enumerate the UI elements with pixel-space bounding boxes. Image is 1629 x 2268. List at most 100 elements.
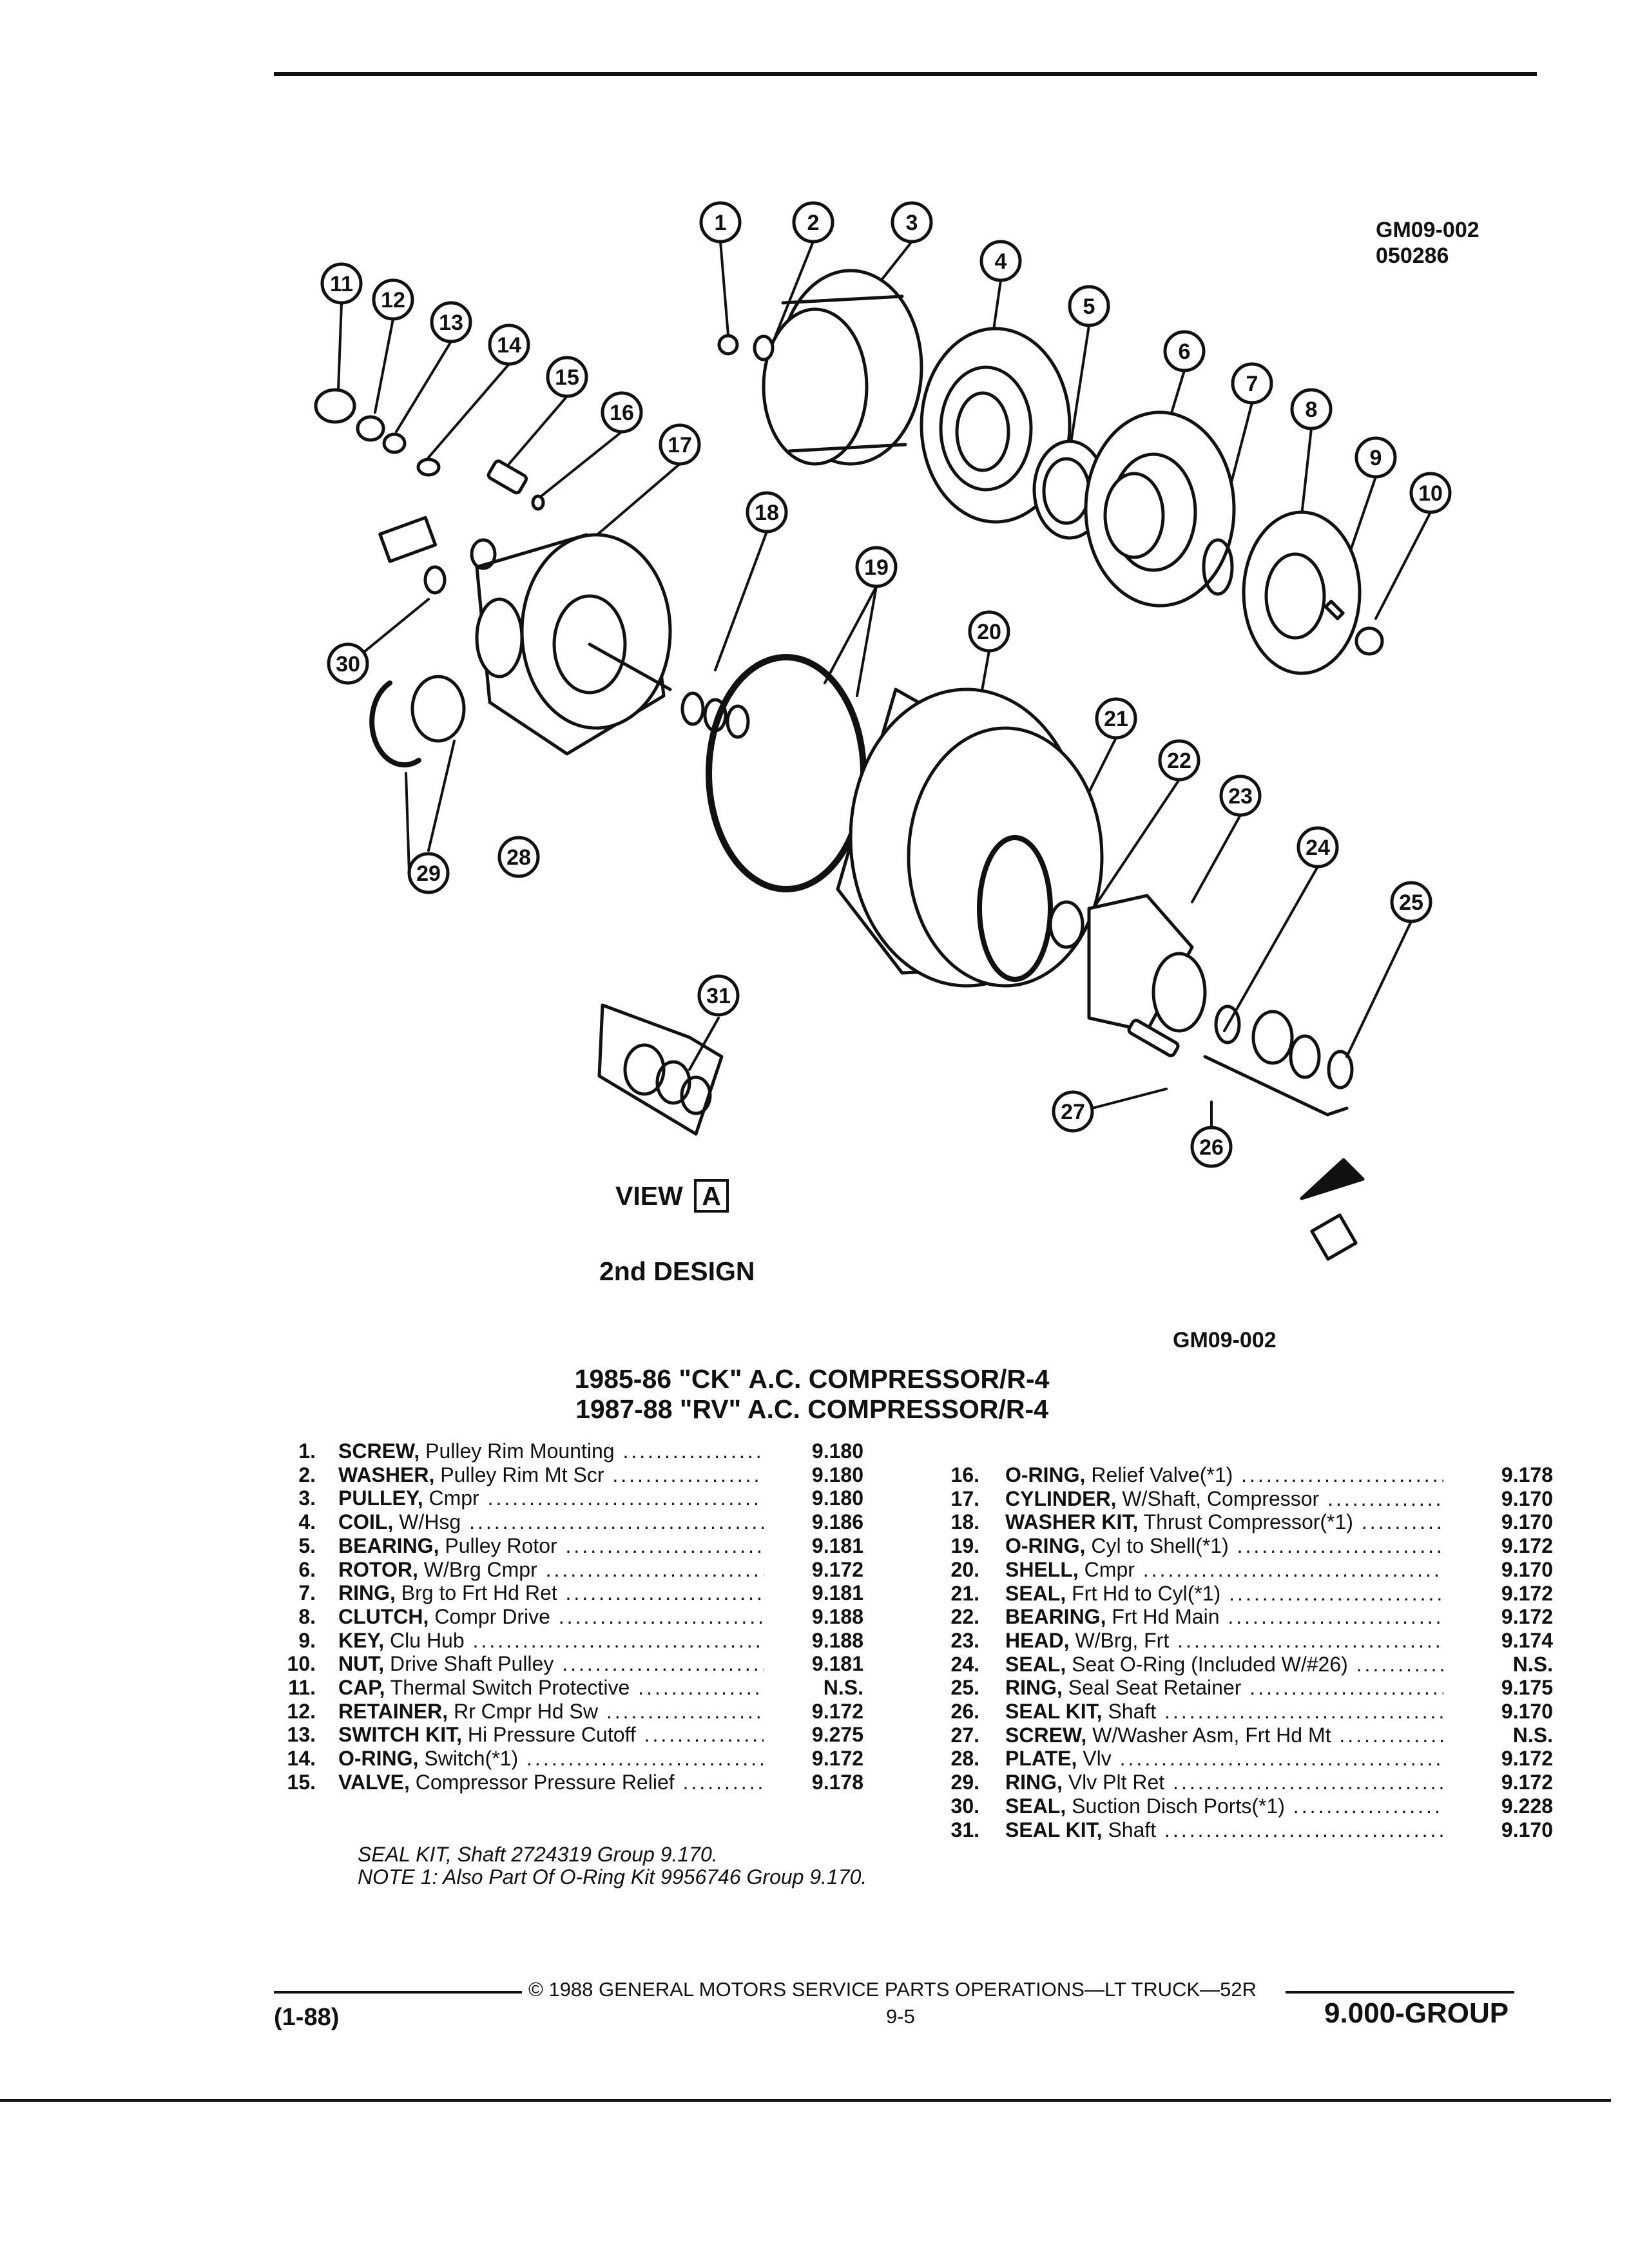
part-detail: Cmpr: [423, 1486, 479, 1510]
part-name: SEAL,: [1005, 1581, 1066, 1605]
footer-group: 9.000-GROUP: [1324, 1997, 1509, 2029]
part-number: 23.: [950, 1628, 979, 1652]
callout-27: 27: [1052, 1090, 1094, 1133]
svg-text:9: 9: [1370, 446, 1382, 470]
part-description: O-RING, Cyl to Shell(*1) ...............…: [1005, 1534, 1443, 1558]
callout-24: 24: [1296, 826, 1339, 869]
pulley: [762, 269, 923, 466]
part-row: 28.PLATE, Vlv ..........................…: [928, 1747, 1559, 1770]
callout-20: 20: [968, 610, 1010, 653]
part-name: SWITCH KIT,: [338, 1723, 462, 1747]
page-title-line1: 1985-86 "CK" A.C. COMPRESSOR/R-4: [574, 1364, 1050, 1394]
part-row: 29.RING, Vlv Plt Ret ...................…: [928, 1771, 1559, 1794]
bottom-rule: [0, 2099, 1611, 2102]
part-group: 9.178: [1501, 1463, 1553, 1486]
part-group: 9.172: [1501, 1747, 1553, 1771]
leader-dots: ........................................…: [472, 1628, 764, 1652]
part-row: 16.O-RING, Relief Valve(*1) ............…: [928, 1463, 1559, 1486]
leader-dots: ........................................…: [1293, 1794, 1443, 1818]
svg-text:23: 23: [1228, 784, 1253, 809]
part-detail: Relief Valve(*1): [1085, 1463, 1233, 1486]
note-1: NOTE 1: Also Part Of O-Ring Kit 9956746 …: [358, 1865, 867, 1888]
part-row: 9.KEY, Clu Hub .........................…: [271, 1629, 883, 1652]
footer-rule-left: [274, 1991, 522, 1994]
design-label: 2nd DESIGN: [599, 1256, 755, 1286]
svg-text:7: 7: [1246, 372, 1258, 396]
part-number: 4.: [298, 1510, 316, 1534]
leader-dots: ........................................…: [1177, 1628, 1443, 1652]
view-label: VIEW A: [615, 1179, 729, 1213]
part-description: SEAL, Seat O-Ring (Included W/#26) .....…: [1005, 1653, 1443, 1677]
callout-6: 6: [1163, 330, 1206, 372]
footer-page-number: 9-5: [886, 2005, 915, 2028]
part-row: 7.RING, Brg to Frt Hd Ret ..............…: [271, 1581, 883, 1604]
cylinder: [475, 533, 672, 756]
part-number: 3.: [298, 1486, 316, 1510]
part-group: 9.172: [1501, 1771, 1553, 1794]
part-detail: Seat O-Ring (Included W/#26): [1066, 1652, 1348, 1676]
part-name: ROTOR,: [338, 1557, 418, 1581]
part-description: SEAL KIT, Shaft ........................…: [1005, 1818, 1443, 1842]
part-description: VALVE, Compressor Pressure Relief ......…: [338, 1771, 764, 1794]
part-row: 19.O-RING, Cyl to Shell(*1) ............…: [928, 1534, 1559, 1557]
part-name: BEARING,: [1005, 1605, 1106, 1629]
part-name: O-RING,: [1005, 1534, 1086, 1558]
svg-text:1: 1: [715, 211, 727, 235]
part-detail: Vlv: [1077, 1747, 1112, 1771]
callout-2: 2: [792, 201, 834, 244]
part-group: 9.172: [811, 1747, 863, 1771]
part-name: WASHER,: [338, 1463, 435, 1486]
part-group: 9.181: [811, 1652, 863, 1676]
part-name: SEAL,: [1005, 1794, 1066, 1818]
part-row: 24.SEAL, Seat O-Ring (Included W/#26) ..…: [928, 1653, 1559, 1676]
part-description: SWITCH KIT, Hi Pressure Cutoff .........…: [338, 1723, 764, 1747]
part-row: 6. ROTOR, W/Brg Cmpr ....................…: [271, 1558, 883, 1581]
part-detail: W/Hsg: [393, 1510, 461, 1534]
svg-text:21: 21: [1104, 707, 1128, 731]
part-row: 15.VALVE, Compressor Pressure Relief ...…: [271, 1771, 883, 1794]
view-label-text: VIEW: [615, 1181, 683, 1211]
callout-16: 16: [601, 391, 643, 434]
part-detail: Switch(*1): [418, 1747, 519, 1771]
part-row: 5.BEARING, Pulley Rotor ................…: [271, 1534, 883, 1557]
part-number: 9.: [298, 1628, 316, 1652]
callout-15: 15: [546, 356, 588, 398]
part-group: 9.188: [811, 1604, 863, 1628]
part-row: 8.CLUTCH, Compr Drive ..................…: [271, 1605, 883, 1628]
svg-text:4: 4: [995, 249, 1007, 274]
part-description: CLUTCH, Compr Drive ....................…: [338, 1605, 764, 1629]
part-detail: Hi Pressure Cutoff: [461, 1723, 636, 1747]
leader-dots: ........................................…: [638, 1676, 764, 1699]
part-description: PULLEY, Cmpr ...........................…: [338, 1486, 764, 1510]
part-name: O-RING,: [338, 1747, 419, 1771]
part-name: VALVE,: [338, 1770, 410, 1794]
part-description: O-RING, Switch(*1) .....................…: [338, 1747, 764, 1771]
leader-dots: ........................................…: [545, 1557, 764, 1581]
svg-text:10: 10: [1418, 481, 1443, 506]
svg-text:3: 3: [906, 211, 918, 235]
part-name: RING,: [1005, 1676, 1063, 1700]
part-group: 9.181: [811, 1581, 863, 1605]
part-description: SEAL, Frt Hd to Cyl(*1) ................…: [1005, 1582, 1443, 1606]
svg-text:31: 31: [706, 984, 731, 1008]
part-name: PLATE,: [1005, 1747, 1077, 1771]
page-title-line2: 1987-88 "RV" A.C. COMPRESSOR/R-4: [575, 1394, 1048, 1424]
svg-text:2: 2: [807, 211, 820, 235]
diagram-code-top: GM09-002 050286: [1376, 217, 1480, 269]
part-name: SEAL,: [1005, 1652, 1066, 1676]
part-detail: Shaft: [1102, 1700, 1157, 1723]
footer-copyright: © 1988 GENERAL MOTORS SERVICE PARTS OPER…: [528, 1978, 1257, 2001]
diagram-code-bottom: GM09-002: [1173, 1328, 1277, 1352]
part-detail: W/Brg, Frt: [1069, 1628, 1170, 1652]
svg-text:29: 29: [416, 861, 441, 886]
leader-dots: ........................................…: [1173, 1771, 1443, 1794]
part-number: 6.: [298, 1557, 316, 1581]
part-group: 9.170: [1501, 1818, 1553, 1841]
part-detail: W/Brg Cmpr: [418, 1557, 537, 1581]
part-group: 9.180: [811, 1463, 863, 1486]
part-name: PULLEY,: [338, 1486, 423, 1510]
part-group: 9.172: [1501, 1534, 1553, 1558]
leader-dots: ........................................…: [565, 1533, 764, 1557]
leader-dots: ........................................…: [1164, 1818, 1443, 1841]
part-name: HEAD,: [1005, 1628, 1070, 1652]
